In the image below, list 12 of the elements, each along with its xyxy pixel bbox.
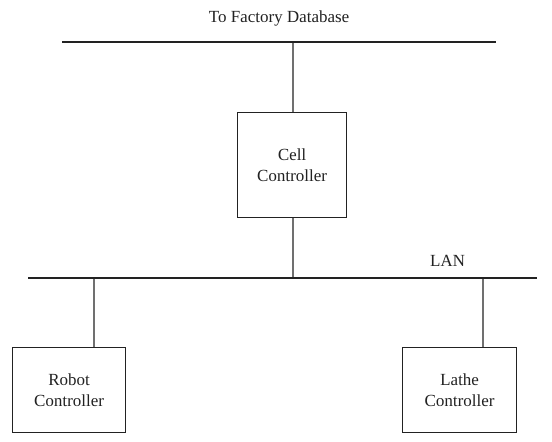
controller-box [12, 347, 126, 433]
bus-label: To Factory Database [208, 7, 350, 27]
bus-label: LAN [430, 251, 465, 271]
controller-box [237, 112, 347, 218]
connector-line [93, 279, 95, 347]
box-label: Lathe Controller [424, 368, 496, 412]
connector-line [482, 279, 484, 347]
box-label: Cell Controller [256, 144, 328, 186]
controller-box [402, 347, 517, 433]
box-label: Robot Controller [33, 368, 105, 412]
connector-line [292, 218, 294, 277]
connector-line [292, 43, 294, 112]
